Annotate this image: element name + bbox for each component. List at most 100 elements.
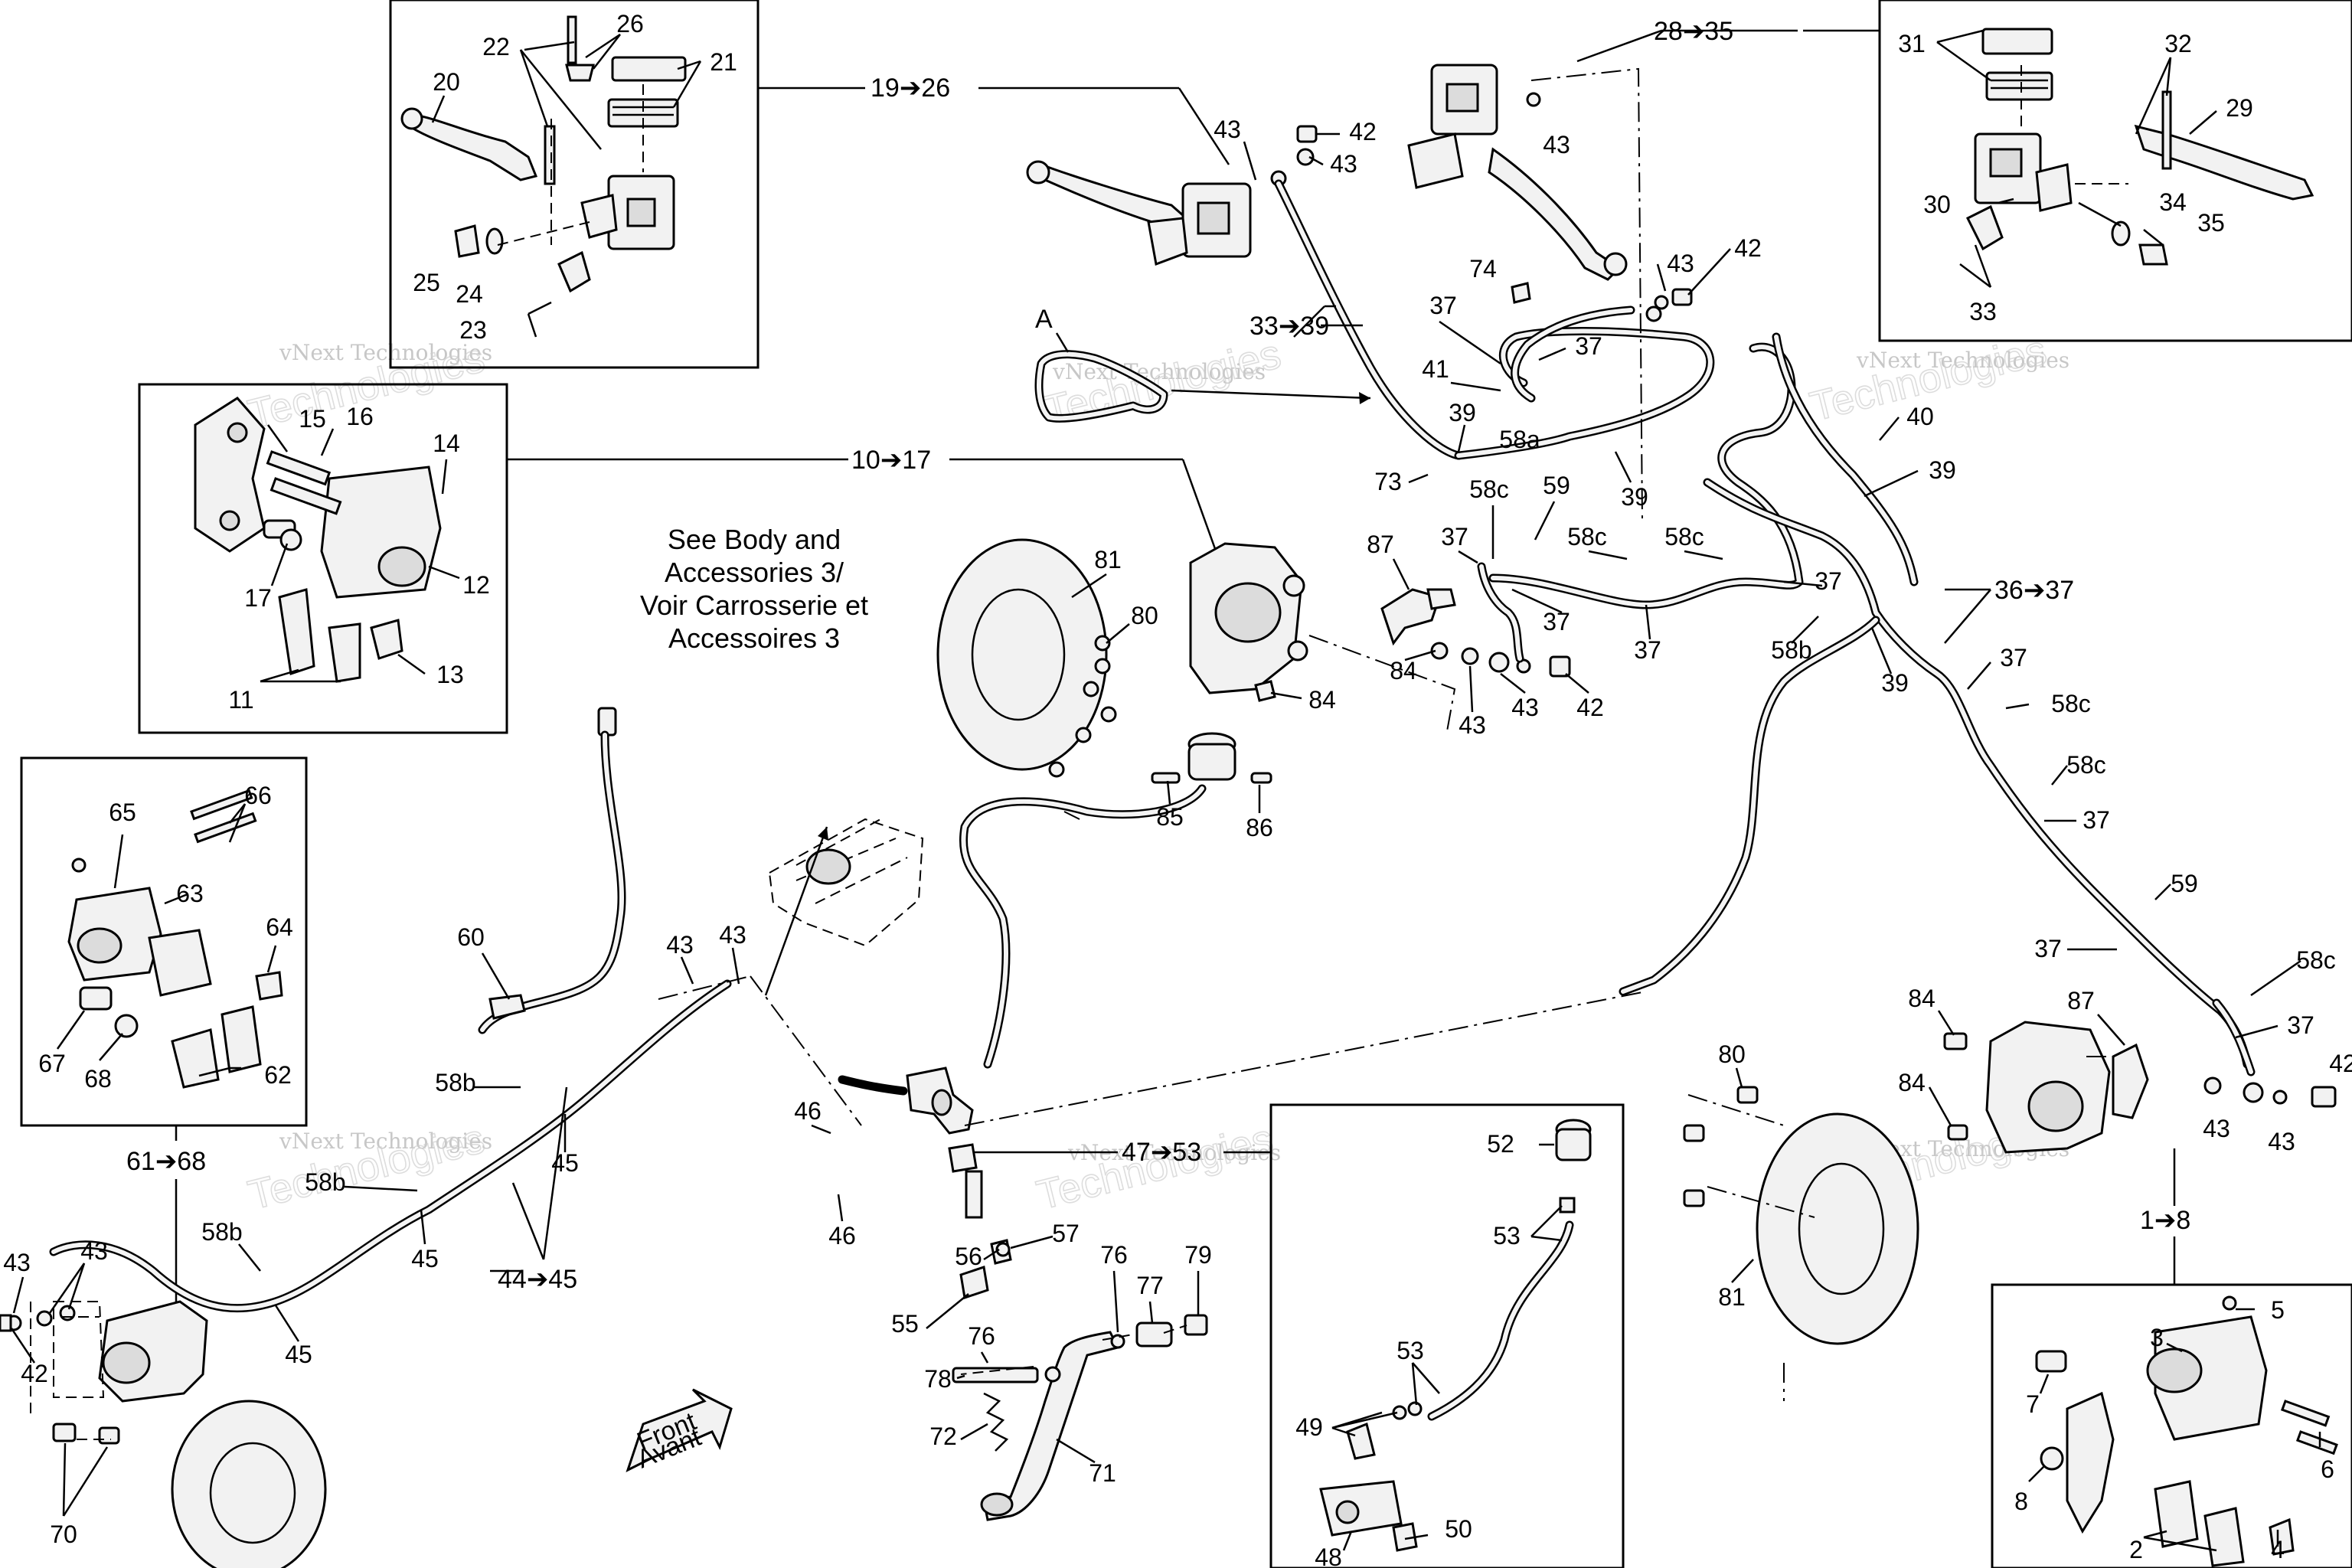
callout: 39 bbox=[1621, 483, 1648, 511]
callout: 2 bbox=[2129, 1536, 2143, 1563]
callout: 8 bbox=[2014, 1488, 2028, 1515]
brake-lever bbox=[408, 113, 538, 181]
main-assembly: Front Avant bbox=[0, 64, 2337, 1568]
callout: 73 bbox=[1374, 468, 1402, 495]
callout: 43 bbox=[1511, 694, 1539, 721]
callout: 71 bbox=[1089, 1459, 1116, 1487]
body-reference-note: See Body and Accessories 3/ Voir Carross… bbox=[640, 524, 868, 654]
callout: 13 bbox=[436, 661, 464, 688]
watermark-text: vNext Technologies bbox=[1052, 359, 1266, 384]
callout: 58b bbox=[201, 1218, 242, 1246]
callout: 42 bbox=[1734, 234, 1762, 262]
reservoir bbox=[1187, 743, 1236, 781]
callout: 37 bbox=[1575, 332, 1602, 360]
callout: 42 bbox=[2329, 1050, 2352, 1077]
callout: 42 bbox=[1576, 694, 1604, 721]
callout: 17 bbox=[244, 584, 272, 612]
note-line: Accessories 3/ bbox=[665, 557, 844, 588]
detail-box bbox=[1991, 1283, 2352, 1568]
ref-19-26: 19➔26 bbox=[871, 74, 950, 103]
callout: 43 bbox=[1459, 711, 1486, 739]
rear-master-cylinder bbox=[1319, 1480, 1403, 1537]
callout: 43 bbox=[2268, 1128, 2295, 1155]
watermark-text: vNext Technologies bbox=[1856, 348, 2069, 373]
callout: 30 bbox=[1923, 191, 1951, 218]
callout: 46 bbox=[828, 1222, 856, 1250]
callout: 42 bbox=[21, 1360, 48, 1387]
callout: 58c bbox=[2296, 946, 2336, 974]
callout: 87 bbox=[2067, 987, 2095, 1014]
box-28-35: 28➔35 31 32 29 30 34 35 33 bbox=[1576, 0, 2352, 342]
callout: 45 bbox=[551, 1149, 579, 1177]
callout: 40 bbox=[1906, 403, 1934, 430]
callout: 58b bbox=[435, 1069, 475, 1096]
main-callouts: 43 42 43 43 43 42 74 37 37 41 39 58a 39 … bbox=[3, 116, 2352, 1548]
brake-lever bbox=[2134, 124, 2314, 201]
callout: 81 bbox=[1718, 1283, 1746, 1311]
callout: 39 bbox=[1929, 456, 1956, 484]
callout: 25 bbox=[413, 269, 440, 296]
callout: 70 bbox=[50, 1521, 77, 1548]
callout: 37 bbox=[2034, 935, 2062, 962]
body-reference-sketch bbox=[768, 818, 924, 947]
callout: 76 bbox=[968, 1322, 995, 1350]
callout: 50 bbox=[1445, 1515, 1472, 1543]
detail-box bbox=[20, 756, 308, 1127]
note-line: Voir Carrosserie et bbox=[640, 590, 868, 621]
assembly-lines bbox=[30, 67, 2113, 1440]
callout: 59 bbox=[2171, 870, 2198, 897]
callout: 58b bbox=[305, 1168, 345, 1196]
callout: 79 bbox=[1184, 1241, 1212, 1269]
note-line: See Body and bbox=[668, 524, 841, 555]
callout: 68 bbox=[84, 1065, 112, 1093]
callout: 14 bbox=[433, 430, 460, 457]
callout: 37 bbox=[2000, 644, 2027, 671]
callout: 53 bbox=[1493, 1222, 1521, 1250]
caliper-body bbox=[320, 466, 442, 599]
callout: 29 bbox=[2226, 94, 2253, 122]
box-47-53: 47➔53 52 53 53 49 48 50 bbox=[969, 1103, 1625, 1568]
callout: 58c bbox=[1469, 475, 1509, 503]
callout: 43 bbox=[719, 921, 746, 949]
callout: 84 bbox=[1908, 985, 1936, 1012]
callout: 76 bbox=[1100, 1241, 1128, 1269]
callout: 58b bbox=[1771, 636, 1811, 664]
callout: 16 bbox=[346, 403, 374, 430]
callout: 55 bbox=[891, 1310, 919, 1338]
ref-28-35: 28➔35 bbox=[1654, 17, 1733, 46]
callout: 58a bbox=[1499, 426, 1540, 453]
callout: 84 bbox=[1390, 657, 1417, 684]
callout: 45 bbox=[411, 1245, 439, 1272]
reservoir-cap bbox=[611, 56, 687, 82]
caliper-body bbox=[2154, 1315, 2268, 1441]
callout: 6 bbox=[2321, 1455, 2334, 1483]
callout: 81 bbox=[1094, 546, 1122, 573]
callout: 37 bbox=[2082, 806, 2110, 834]
callout: 42 bbox=[1349, 118, 1377, 145]
callout: 11 bbox=[228, 686, 253, 714]
callout: 45 bbox=[285, 1341, 312, 1368]
watermark-text: vNext Technologies bbox=[279, 1129, 492, 1154]
callout: 43 bbox=[3, 1249, 31, 1276]
callout: 53 bbox=[1396, 1337, 1424, 1364]
brake-pedal bbox=[982, 1331, 1120, 1521]
ref-10-17: 10➔17 bbox=[851, 446, 931, 475]
ref-36-37: 36➔37 bbox=[1994, 576, 2074, 605]
detail-a-label: A bbox=[1035, 305, 1053, 334]
callout: 59 bbox=[1543, 472, 1570, 499]
callout: 12 bbox=[462, 571, 490, 599]
callout: 26 bbox=[616, 10, 644, 38]
callout: 37 bbox=[1429, 292, 1457, 319]
callout: 21 bbox=[710, 48, 737, 76]
brake-disc bbox=[936, 538, 1108, 771]
callout: 58c bbox=[2051, 690, 2091, 717]
callout: 60 bbox=[457, 923, 485, 951]
callout: 23 bbox=[459, 316, 487, 344]
callout: 22 bbox=[482, 33, 510, 60]
callout: 56 bbox=[955, 1243, 982, 1270]
ref-44-45: 44➔45 bbox=[498, 1265, 577, 1294]
callout: 65 bbox=[109, 799, 136, 826]
callout: 43 bbox=[1543, 131, 1570, 158]
callout: 87 bbox=[1367, 531, 1394, 558]
